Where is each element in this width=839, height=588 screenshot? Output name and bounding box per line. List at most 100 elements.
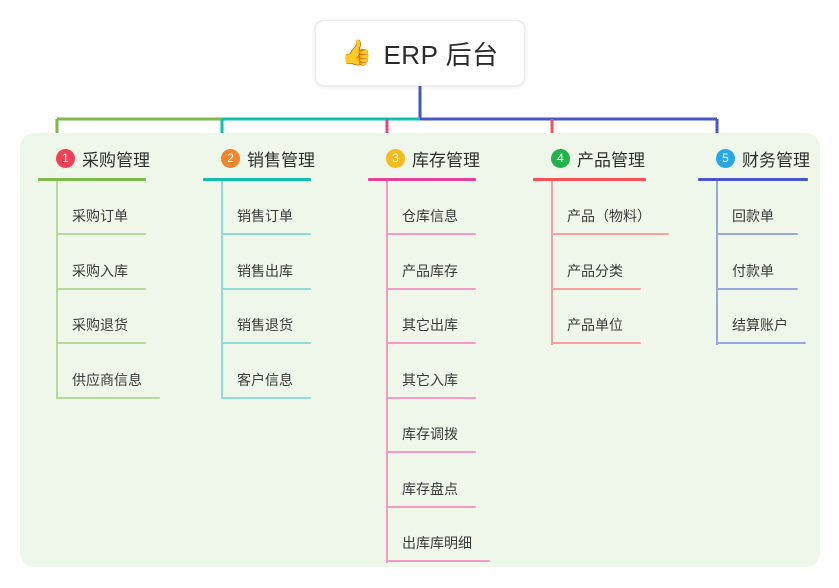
leaf-item[interactable]: 销售订单 <box>221 181 311 235</box>
leaf-label: 出库库明细 <box>402 535 472 551</box>
leaf-item[interactable]: 销售退货 <box>221 290 311 344</box>
leaf-label: 销售出库 <box>237 262 293 279</box>
column-header-5[interactable]: 5 财务管理 <box>698 145 810 171</box>
leaf-rule <box>386 396 476 399</box>
column-badge-2: 2 <box>221 148 240 168</box>
column-3: 3 库存管理仓库信息产品库存其它出库其它入库库存调拨库存盘点出库库明细 <box>368 145 490 563</box>
leaf-rule <box>56 342 146 344</box>
leaf-rule <box>551 233 669 235</box>
leaf-label: 销售订单 <box>237 208 293 224</box>
column-items-4: 产品（物料） 产品分类产品单位 <box>533 181 669 345</box>
column-items-3: 仓库信息产品库存其它出库其它入库库存调拨库存盘点出库库明细 <box>368 181 490 563</box>
leaf-label: 结算账户 <box>732 317 788 333</box>
leaf-label: 供应商信息 <box>72 371 142 388</box>
leaf-label: 其它出库 <box>402 317 458 333</box>
leaf-item[interactable]: 客户信息 <box>221 345 311 399</box>
leaf-label: 其它入库 <box>402 371 458 388</box>
leaf-item[interactable]: 供应商信息 <box>56 345 160 399</box>
leaf-label: 回款单 <box>732 208 774 224</box>
leaf-label: 采购订单 <box>72 208 128 224</box>
leaf-item[interactable]: 产品（物料） <box>551 181 669 235</box>
column-title-4: 产品管理 <box>577 150 645 170</box>
column-items-1: 采购订单采购入库采购退货供应商信息 <box>38 181 160 399</box>
column-badge-4: 4 <box>551 148 570 168</box>
leaf-rule <box>221 287 311 290</box>
leaf-item[interactable]: 付款单 <box>716 236 798 290</box>
leaf-rule <box>56 233 146 235</box>
column-header-4[interactable]: 4 产品管理 <box>533 145 646 171</box>
leaf-label: 库存调拨 <box>402 426 458 442</box>
leaf-item[interactable]: 结算账户 <box>716 290 806 344</box>
column-rule-2 <box>203 178 311 181</box>
leaf-item[interactable]: 库存盘点 <box>386 454 476 508</box>
column-rule-1 <box>38 178 146 181</box>
leaf-rule <box>221 233 311 235</box>
column-title-3: 库存管理 <box>412 150 480 170</box>
column-title-5: 财务管理 <box>742 150 810 170</box>
column-title-1: 采购管理 <box>82 150 150 170</box>
leaf-item[interactable]: 仓库信息 <box>386 181 476 235</box>
leaf-rule <box>56 287 146 290</box>
thumbs-up-icon: 👍 <box>341 38 373 67</box>
leaf-label: 产品单位 <box>567 317 623 333</box>
column-rule-4 <box>533 178 646 181</box>
leaf-item[interactable]: 产品分类 <box>551 236 641 290</box>
root-node-content: 👍 ERP 后台 <box>341 35 498 72</box>
column-5: 5 财务管理回款单付款单结算账户 <box>698 145 810 345</box>
leaf-label: 采购退货 <box>72 317 128 333</box>
column-items-2: 销售订单销售出库销售退货客户信息 <box>203 181 315 399</box>
column-header-2[interactable]: 2 销售管理 <box>203 145 315 171</box>
leaf-label: 客户信息 <box>237 371 293 388</box>
leaf-rule <box>221 396 311 399</box>
column-spine-2 <box>221 181 223 399</box>
leaf-rule <box>716 233 798 235</box>
leaf-rule <box>551 342 641 344</box>
column-spine-3 <box>386 181 388 563</box>
leaf-label: 付款单 <box>732 262 774 279</box>
root-node[interactable]: 👍 ERP 后台 <box>315 20 525 86</box>
leaf-rule <box>386 233 476 235</box>
leaf-item[interactable]: 回款单 <box>716 181 798 235</box>
column-badge-3: 3 <box>386 148 405 168</box>
column-2: 2 销售管理销售订单销售出库销售退货客户信息 <box>203 145 315 399</box>
leaf-label: 仓库信息 <box>402 208 458 224</box>
leaf-rule <box>386 505 476 508</box>
column-1: 1 采购管理采购订单采购入库采购退货供应商信息 <box>38 145 160 399</box>
leaf-item[interactable]: 库存调拨 <box>386 399 476 453</box>
leaf-label: 销售退货 <box>237 317 293 333</box>
leaf-label: 产品库存 <box>402 262 458 279</box>
column-header-1[interactable]: 1 采购管理 <box>38 145 150 171</box>
leaf-rule <box>551 287 641 290</box>
column-badge-1: 1 <box>56 148 75 168</box>
leaf-rule <box>386 287 476 290</box>
leaf-item[interactable]: 出库库明细 <box>386 508 490 562</box>
leaf-label: 库存盘点 <box>402 480 458 497</box>
column-4: 4 产品管理产品（物料） 产品分类产品单位 <box>533 145 669 345</box>
column-badge-5: 5 <box>716 148 735 168</box>
column-header-3[interactable]: 3 库存管理 <box>368 145 480 171</box>
leaf-item[interactable]: 销售出库 <box>221 236 311 290</box>
leaf-rule <box>716 342 806 344</box>
column-rule-3 <box>368 178 476 181</box>
column-spine-1 <box>56 181 58 399</box>
column-spine-5 <box>716 181 718 345</box>
leaf-item[interactable]: 产品库存 <box>386 236 476 290</box>
column-items-5: 回款单付款单结算账户 <box>698 181 810 345</box>
leaf-rule <box>716 287 798 290</box>
diagram-panel <box>20 133 820 567</box>
leaf-rule <box>386 451 476 453</box>
leaf-rule <box>221 342 311 344</box>
leaf-label: 产品分类 <box>567 262 623 279</box>
leaf-rule <box>56 396 160 399</box>
leaf-item[interactable]: 采购订单 <box>56 181 146 235</box>
leaf-item[interactable]: 采购入库 <box>56 236 146 290</box>
leaf-item[interactable]: 产品单位 <box>551 290 641 344</box>
leaf-item[interactable]: 采购退货 <box>56 290 146 344</box>
column-spine-4 <box>551 181 553 345</box>
leaf-item[interactable]: 其它入库 <box>386 345 476 399</box>
column-title-2: 销售管理 <box>247 150 315 170</box>
leaf-rule <box>386 560 490 562</box>
root-node-title: ERP 后台 <box>383 39 499 70</box>
leaf-item[interactable]: 其它出库 <box>386 290 476 344</box>
